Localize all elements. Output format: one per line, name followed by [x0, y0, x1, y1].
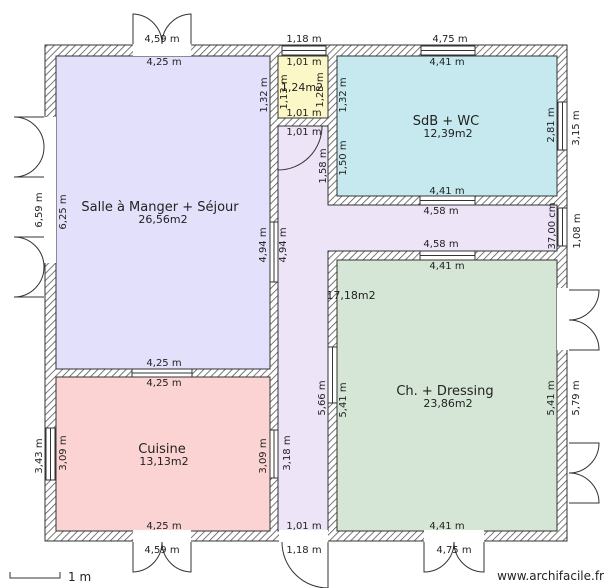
dim-corr-lower: 3,18 m — [282, 435, 293, 470]
room-salle-name: Salle à Manger + Séjour — [81, 200, 239, 215]
dim-top-right-outer: 4,75 m — [432, 34, 467, 45]
dim-mid-h-bottom: 4,25 m — [146, 378, 181, 389]
doors — [13, 13, 600, 588]
dim-ch-right-inner: 5,41 m — [546, 380, 557, 415]
dim-sdb-left: 1,32 m — [338, 77, 349, 112]
dim-corr-left: 4,94 m — [278, 227, 289, 262]
dim-mid-h-top: 4,25 m — [146, 358, 181, 369]
dim-corr-v2: 1,50 m — [338, 140, 349, 175]
room-chambre-name: Ch. + Dressing — [396, 384, 493, 399]
dim-salle-right: 4,94 m — [258, 227, 269, 262]
dim-bot-left-outer: 4,59 m — [144, 545, 179, 556]
dim-cuisine-right: 3,09 m — [258, 438, 269, 473]
dim-right-small: 1,08 m — [572, 213, 583, 248]
room-cuisine-area: 13,13m2 — [139, 455, 188, 468]
dim-right-outer-1: 3,15 m — [571, 110, 582, 145]
dimensions-horizontal: 4,59 m 4,25 m 1,18 m 1,01 m 4,75 m 4,41 … — [144, 34, 471, 556]
room-cuisine-name: Cuisine — [138, 442, 186, 457]
dim-top-left-outer: 4,59 m — [144, 34, 179, 45]
dim-corridor-top: 1,01 m — [286, 127, 321, 138]
dim-sdb-right: 2,81 m — [546, 107, 557, 142]
room-wc-small[interactable] — [277, 55, 329, 119]
dim-left-outer: 6,59 m — [34, 192, 45, 227]
dim-corr-v1: 1,58 m — [318, 148, 329, 183]
dim-wc-in-right: 1,23 m — [315, 72, 326, 107]
room-sdb[interactable] — [336, 55, 558, 197]
dim-bot-mid-outer: 1,18 m — [286, 545, 321, 556]
room-salle[interactable] — [55, 55, 271, 370]
dim-cuisine-left-inner: 3,09 m — [58, 435, 69, 470]
dim-sdb-bottom-inner: 4,41 m — [429, 186, 464, 197]
dim-right-tiny: 37,00 cm — [547, 202, 558, 249]
dim-ch-left-inner: 5,41 m — [338, 382, 349, 417]
room-salle-area: 26,56m2 — [138, 213, 187, 226]
room-chambre-area: 23,86m2 — [423, 397, 472, 410]
windows — [45, 45, 568, 481]
room-labels: Salle à Manger + Séjour 26,56m2 SdB + WC… — [81, 81, 493, 468]
dim-wc-bottom: 1,01 m — [286, 108, 321, 119]
room-wc-small-area: 1,24m2 — [281, 81, 323, 94]
dim-ch-left-outer: 5,66 m — [317, 380, 328, 415]
dim-bot-right-outer: 4,75 m — [436, 545, 471, 556]
dim-top-mid-outer: 1,18 m — [286, 34, 321, 45]
dimensions-vertical: 6,59 m 6,25 m 1,32 m 1,13 m 1,23 m 1,32 … — [34, 72, 583, 473]
dim-wc-in-left: 1,13 m — [279, 74, 290, 109]
dim-bot-mid-inner: 1,01 m — [286, 521, 321, 532]
room-sdb-name: SdB + WC — [413, 114, 480, 129]
scale-bar: 1 m — [9, 570, 91, 584]
room-couloir-area: 17,18m2 — [326, 289, 375, 302]
dim-ch-right-outer: 5,79 m — [571, 380, 582, 415]
dim-top-left-inner: 4,25 m — [146, 57, 181, 68]
scale-label: 1 m — [68, 570, 91, 584]
dim-top-right-inner: 4,41 m — [429, 57, 464, 68]
room-sdb-area: 12,39m2 — [423, 127, 472, 140]
dim-bot-right-inner: 4,41 m — [429, 521, 464, 532]
room-chambre[interactable] — [336, 259, 558, 532]
dim-wc-left: 1,32 m — [259, 77, 270, 112]
dim-sdb-bottom-outer: 4,58 m — [423, 206, 458, 217]
dim-top-mid-inner: 1,01 m — [286, 57, 321, 68]
dim-cuisine-left-outer: 3,43 m — [34, 438, 45, 473]
dim-left-inner: 6,25 m — [58, 194, 69, 229]
dim-ch-top-inner: 4,41 m — [429, 261, 464, 272]
brand-watermark: www.archifacile.fr — [497, 569, 604, 583]
dim-ch-top-outer: 4,58 m — [423, 239, 458, 250]
dim-bot-left-inner: 4,25 m — [146, 521, 181, 532]
